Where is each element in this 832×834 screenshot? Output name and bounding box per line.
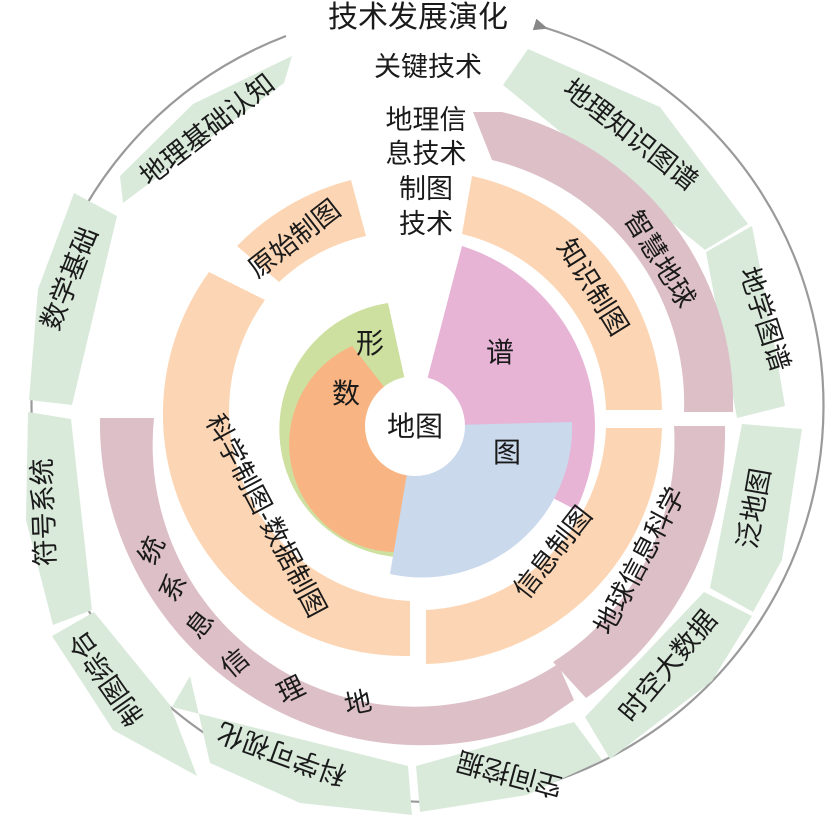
gis-line-3: 制图 <box>399 174 453 205</box>
center-label: 地图 <box>387 410 443 443</box>
band-xinxi-zhitu <box>426 428 662 664</box>
core-sectors <box>279 246 595 578</box>
tile-shikong-dashuju <box>585 592 752 759</box>
tile-fuhao-xitong <box>26 412 92 625</box>
band-dili-xinxi-xitong <box>99 418 575 746</box>
core-pu: 谱 <box>486 336 514 369</box>
foundation-fuhao-xitong: 符号系统 <box>27 458 62 567</box>
center-circle <box>365 376 465 476</box>
gis-line-1: 地理信 <box>386 105 467 136</box>
core-tu: 图 <box>493 436 521 469</box>
band-zhishi-zhitu <box>462 176 662 410</box>
gis-char-1: 地 <box>342 686 375 722</box>
title-evolution: 技术发展演化 <box>328 0 508 35</box>
title-key-tech: 关键技术 <box>374 52 482 83</box>
science-ring <box>99 112 734 746</box>
foundation-dili-jichu-renzhi: 地理基础认知 <box>134 68 281 192</box>
tile-dixue-tupu <box>706 226 785 418</box>
tile-dili-zhishi-tupu <box>503 49 748 250</box>
tile-shuxue-jichu <box>29 193 117 405</box>
band-yuanshi-zhitu <box>237 180 366 282</box>
gis-line-2: 息技术 <box>386 139 467 170</box>
band-diqiu-xinxi-kexue <box>553 426 726 698</box>
tile-dili-jichu-renzhi <box>120 56 292 203</box>
core-xing: 形 <box>356 327 384 360</box>
foundation-ring <box>26 49 802 815</box>
band-kexue-zhitu <box>162 272 410 657</box>
tile-kongjian-wajue <box>416 722 602 812</box>
tile-fan-ditu <box>710 424 802 612</box>
core-shu: 数 <box>332 377 360 410</box>
tile-zhitu-zonghe <box>52 612 197 776</box>
band-zhihui-diqiu <box>473 112 734 412</box>
gis-line-4: 技术 <box>399 209 453 240</box>
tile-kexue-keshihua <box>172 676 412 815</box>
era-ring <box>162 176 662 664</box>
